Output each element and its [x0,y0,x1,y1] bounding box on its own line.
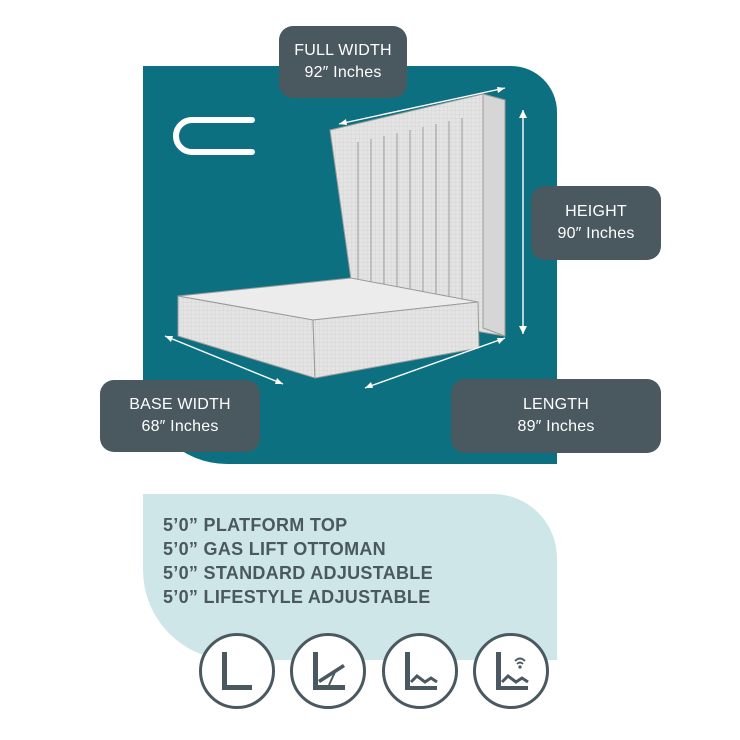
height-value: 90″ Inches [557,225,635,242]
length-label: LENGTH [522,396,590,413]
model-item-standard-adjustable: 5’0” STANDARD ADJUSTABLE [163,563,433,583]
base-width-value: 68″ Inches [141,418,219,435]
model-item-gas-lift-ottoman: 5’0” GAS LIFT OTTOMAN [163,539,386,559]
lifestyle-adjustable-icon [473,633,549,709]
height-label: HEIGHT [565,203,627,220]
full-width-value: 92″ Inches [304,64,382,81]
wifi-icon [514,657,526,665]
platform-top-icon [199,633,275,709]
brand-logo-icon [173,117,255,155]
base-width-label: BASE WIDTH [129,396,231,413]
full-width-label: FULL WIDTH [294,42,392,59]
base-width-badge: BASE WIDTH 68″ Inches [100,380,260,452]
model-item-platform-top: 5’0” PLATFORM TOP [163,515,348,535]
bed-illustration [164,87,527,389]
model-list: 5’0” PLATFORM TOP 5’0” GAS LIFT OTTOMAN … [163,513,433,609]
gas-lift-ottoman-icon [290,633,366,709]
standard-adjustable-icon [382,633,458,709]
length-value: 89″ Inches [517,418,595,435]
models-panel [143,494,557,660]
height-badge: HEIGHT 90″ Inches [531,186,661,260]
bed-base [177,277,480,379]
length-badge: LENGTH 89″ Inches [451,379,661,453]
full-width-badge: FULL WIDTH 92″ Inches [279,26,407,98]
headboard [329,93,506,337]
model-item-lifestyle-adjustable: 5’0” LIFESTYLE ADJUSTABLE [163,587,431,607]
dimension-lines [164,87,524,389]
